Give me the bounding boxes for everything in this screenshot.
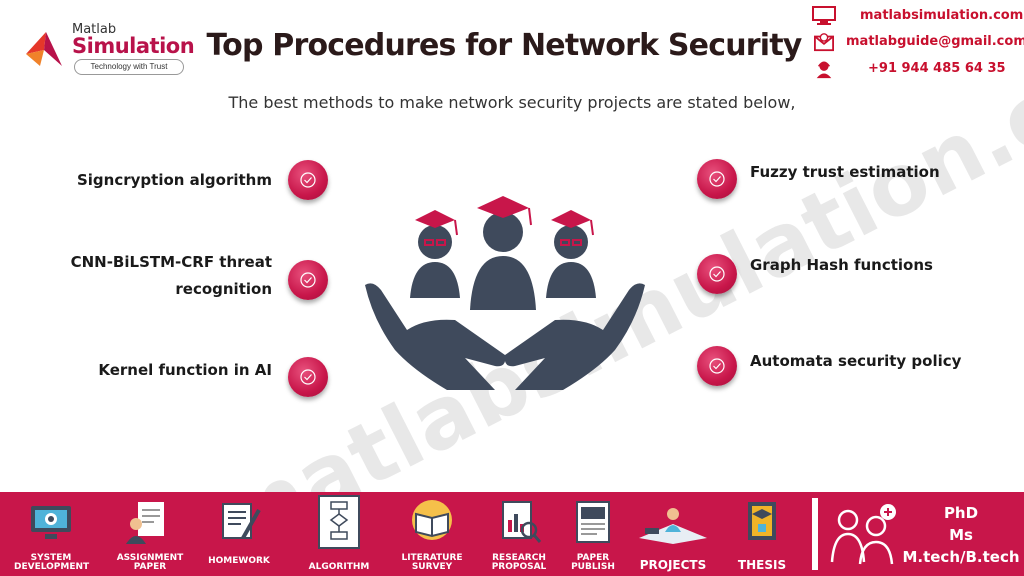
check-icon bbox=[300, 172, 316, 188]
monitor-icon bbox=[812, 6, 836, 25]
support-agent-icon bbox=[816, 61, 832, 79]
email-text[interactable]: matlabguide@gmail.com bbox=[846, 34, 1024, 49]
page-subtitle: The best methods to make network securit… bbox=[228, 93, 796, 112]
contact-phone[interactable]: +91 944 485 64 35 bbox=[810, 59, 1024, 81]
paper-icon bbox=[576, 501, 610, 543]
brand-tagline: Technology with Trust bbox=[74, 59, 184, 75]
assignment-icon bbox=[126, 502, 164, 544]
method-label: Kernel function in AI bbox=[98, 361, 272, 379]
footer-homework[interactable]: HOMEWORK bbox=[202, 492, 276, 576]
book-icon bbox=[412, 500, 452, 540]
check-icon bbox=[300, 369, 316, 385]
monitor-icon bbox=[31, 506, 71, 539]
footer-algorithm[interactable]: ALGORITHM bbox=[302, 492, 376, 576]
contact-email[interactable]: matlabguide@gmail.com bbox=[810, 32, 1024, 54]
footer-degree-box[interactable]: PhD Ms M.tech/B.tech bbox=[812, 492, 1024, 576]
footer-projects[interactable]: PROJECTS bbox=[630, 492, 716, 576]
brand-logo: Matlab Simulation Technology with Trust bbox=[20, 20, 195, 78]
projects-icon bbox=[639, 508, 707, 544]
check-icon bbox=[709, 358, 725, 374]
degree-ms: Ms bbox=[949, 526, 973, 544]
page-title: Top Procedures for Network Security bbox=[206, 28, 802, 63]
homework-icon bbox=[222, 503, 261, 539]
check-badge-right-3 bbox=[697, 346, 737, 386]
footer-label: ALGORITHM bbox=[308, 562, 370, 572]
brand-name: Simulation bbox=[72, 34, 195, 58]
logo-mark-icon bbox=[26, 32, 62, 66]
check-badge-left-3 bbox=[288, 357, 328, 397]
website-text[interactable]: matlabsimulation.com bbox=[860, 8, 1024, 23]
check-icon bbox=[300, 272, 316, 288]
degree-phd: PhD bbox=[943, 504, 979, 522]
method-label-line2: recognition bbox=[175, 280, 272, 298]
method-automata-policy: Automata security policy bbox=[750, 352, 962, 370]
check-badge-right-1 bbox=[697, 159, 737, 199]
method-graph-hash: Graph Hash functions bbox=[750, 256, 933, 274]
phone-text[interactable]: +91 944 485 64 35 bbox=[868, 61, 1006, 76]
method-signcryption: Signcryption algorithm bbox=[40, 167, 272, 194]
email-icon bbox=[814, 33, 834, 52]
degree-list: PhD Ms M.tech/B.tech bbox=[896, 502, 1024, 568]
footer-label: HOMEWORK bbox=[208, 556, 270, 566]
method-cnn-bilstm-crf: CNN-BiLSTM-CRF threat recognition bbox=[40, 249, 272, 303]
contact-website[interactable]: matlabsimulation.com bbox=[810, 6, 1024, 28]
check-icon bbox=[709, 171, 725, 187]
check-badge-right-2 bbox=[697, 254, 737, 294]
footer-thesis[interactable]: THESIS bbox=[726, 492, 798, 576]
method-kernel-function: Kernel function in AI bbox=[40, 357, 272, 384]
flowchart-icon bbox=[318, 495, 360, 549]
scholars-icon bbox=[830, 504, 896, 565]
graduates-hands-illustration bbox=[365, 196, 645, 390]
check-badge-left-2 bbox=[288, 260, 328, 300]
method-label: Signcryption algorithm bbox=[76, 171, 272, 189]
method-label-line1: CNN-BiLSTM-CRF threat bbox=[70, 253, 272, 271]
brand-top-text: Matlab bbox=[72, 22, 117, 37]
method-fuzzy-trust: Fuzzy trust estimation bbox=[750, 163, 940, 181]
check-badge-left-1 bbox=[288, 160, 328, 200]
footer-label: PROJECTS bbox=[639, 558, 707, 572]
thesis-icon bbox=[748, 502, 776, 540]
footer-label: THESIS bbox=[737, 558, 787, 572]
degree-mtech-btech: M.tech/B.tech bbox=[902, 548, 1020, 566]
research-icon bbox=[502, 501, 542, 543]
separator bbox=[812, 498, 818, 570]
check-icon bbox=[709, 266, 725, 282]
